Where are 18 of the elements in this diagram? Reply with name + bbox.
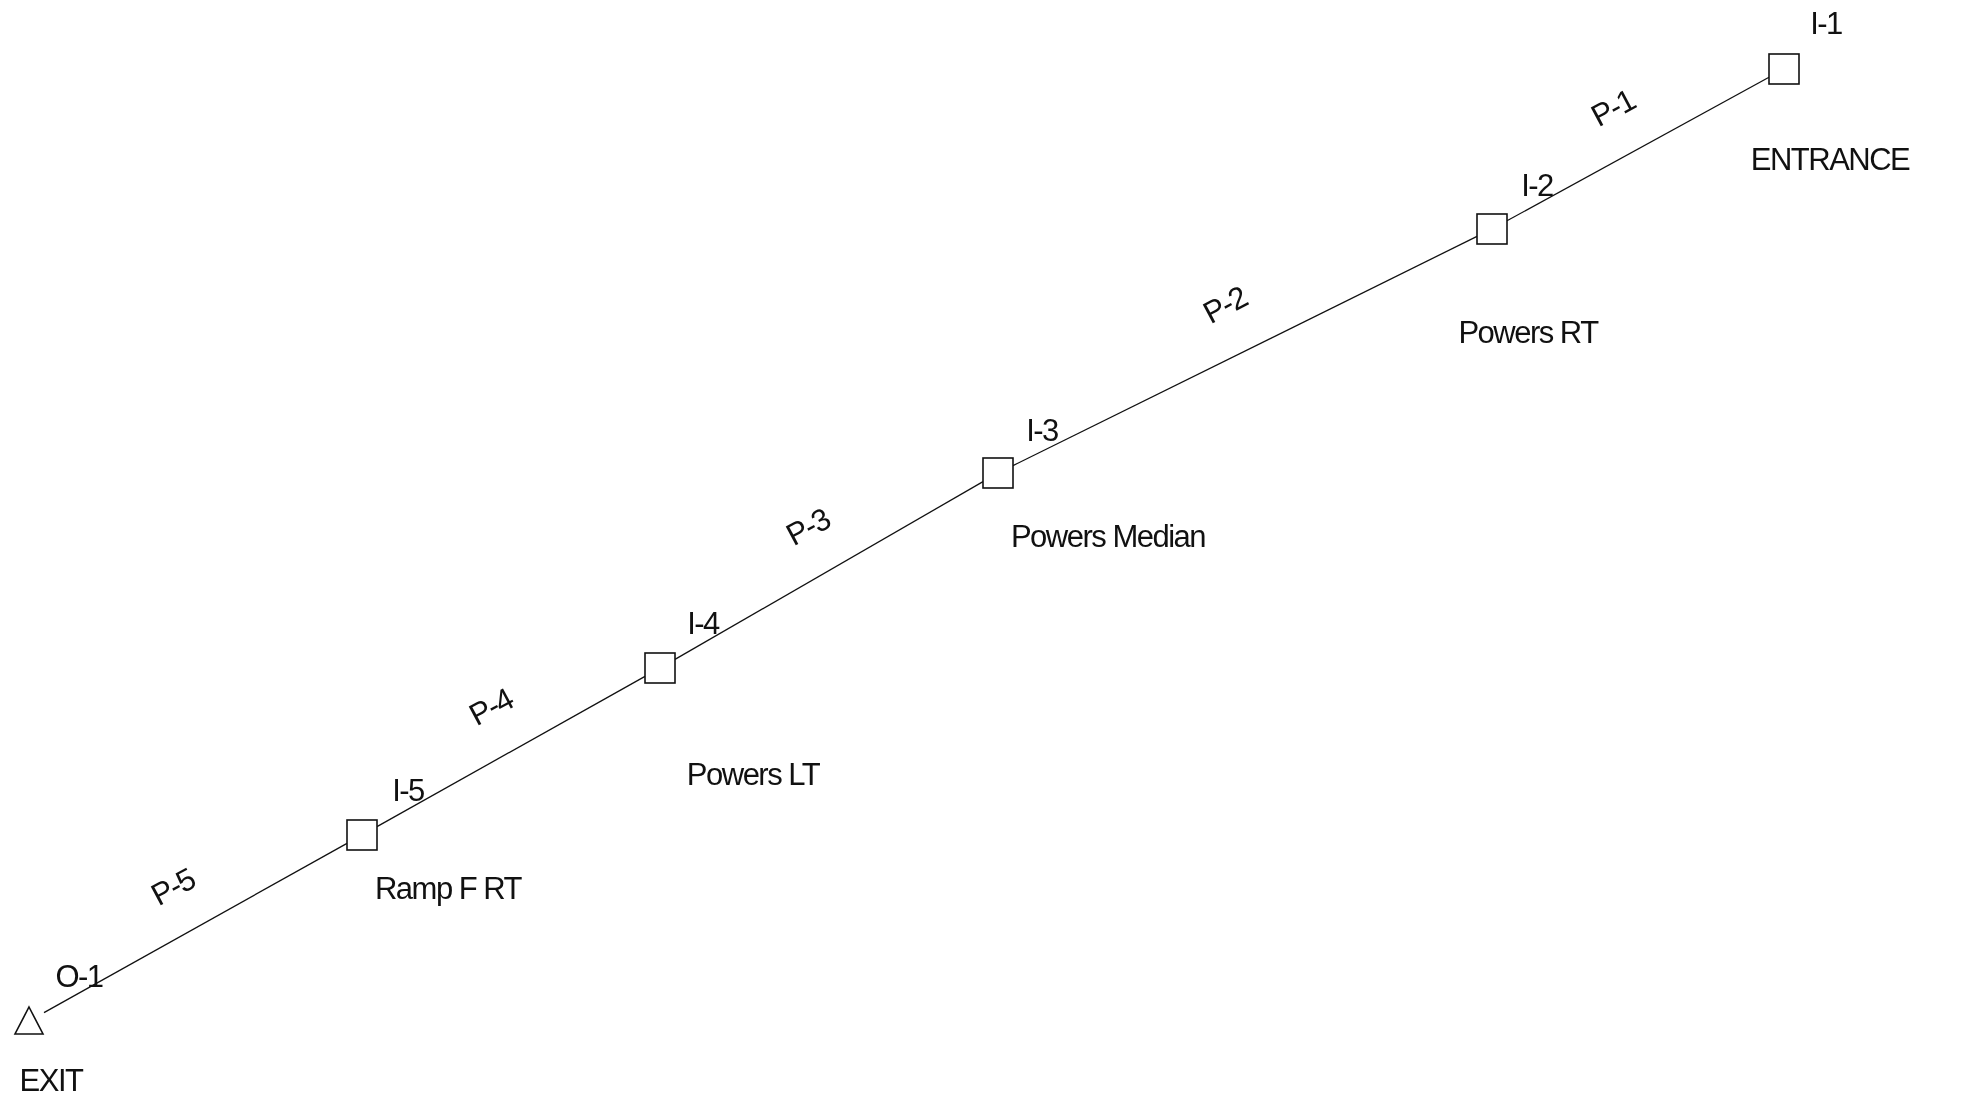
node-id-label: I-4	[687, 607, 719, 639]
edge-label: P-3	[781, 503, 835, 551]
location-label: Powers LT	[686, 758, 820, 790]
location-label: EXIT	[19, 1064, 83, 1096]
location-label: ENTRANCE	[1750, 143, 1910, 175]
edge-label: P-2	[1198, 281, 1252, 329]
node-id-label: I-5	[392, 774, 424, 806]
location-label: Powers RT	[1458, 316, 1598, 348]
node-id-label: I-2	[1521, 169, 1553, 201]
edge-label: P-5	[146, 863, 200, 911]
node-id-label: I-1	[1810, 7, 1842, 39]
node-id-label: I-3	[1026, 414, 1058, 446]
location-label: Powers Median	[1010, 520, 1206, 552]
location-label: Ramp F RT	[374, 872, 522, 904]
connector-line	[43, 842, 348, 1014]
node-id-label: O-1	[55, 960, 103, 992]
edge-label: P-4	[464, 683, 518, 731]
edge-label: P-1	[1586, 84, 1640, 132]
